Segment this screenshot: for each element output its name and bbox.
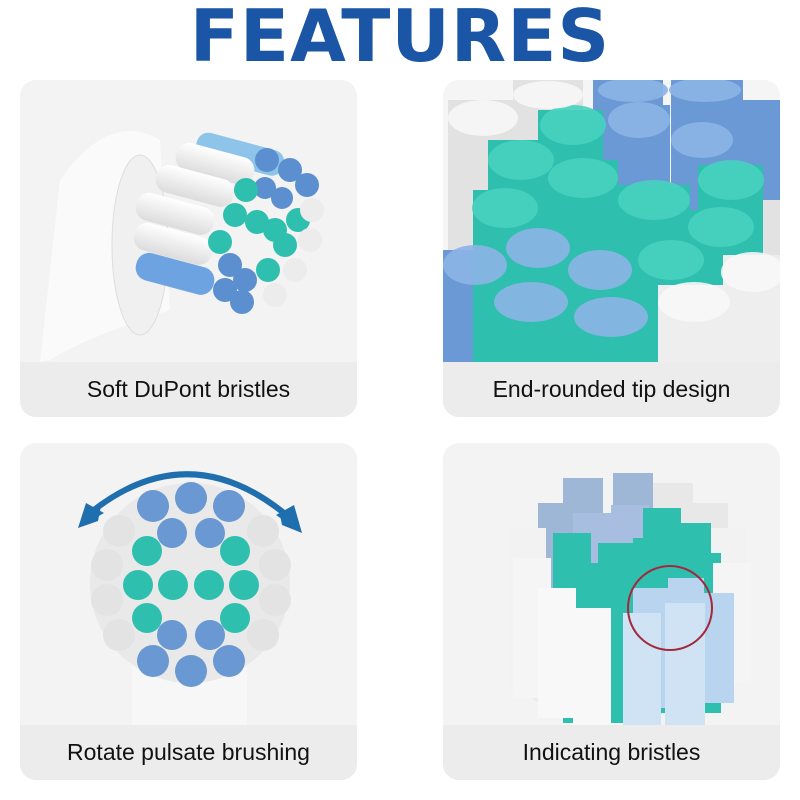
feature-card-rotate-pulsate: Rotate pulsate brushing [20,443,357,780]
label-band: Indicating bristles [443,725,780,780]
feature-label: Indicating bristles [522,739,701,765]
rotation-arrow-icon [88,471,292,521]
feature-card-end-rounded: End-rounded tip design [443,80,780,417]
label-band: End-rounded tip design [443,362,780,417]
page-title: FEATURES [189,0,611,78]
indicator-bristles-image [508,473,751,725]
highlight-circle-icon [627,565,713,651]
feature-label: End-rounded tip design [492,376,731,402]
feature-card-soft-bristles: Soft DuPont bristles [20,80,357,417]
bristle-closeup-image [443,80,780,362]
brush-head-side-image [40,131,324,362]
feature-label: Rotate pulsate brushing [67,739,310,765]
brush-head-top-image [78,471,302,725]
label-band: Soft DuPont bristles [20,362,357,417]
label-band: Rotate pulsate brushing [20,725,357,780]
feature-card-indicating-bristles: Indicating bristles [443,443,780,780]
feature-label: Soft DuPont bristles [86,376,291,402]
